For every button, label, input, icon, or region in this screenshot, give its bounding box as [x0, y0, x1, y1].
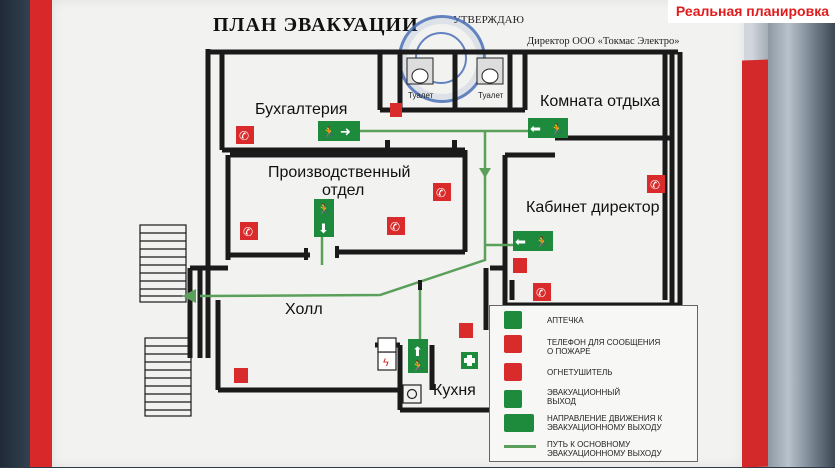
- svg-text:⬅: ⬅: [515, 235, 526, 250]
- room-label-hall: Холл: [285, 301, 323, 318]
- fire-extinguisher-icons: [234, 103, 527, 383]
- stove-icon: [402, 384, 422, 404]
- corner-label: Реальная планировка: [667, 0, 835, 23]
- route-arrowhead: [182, 289, 196, 303]
- frame-red-left: [30, 0, 52, 467]
- plan-title: ПЛАН ЭВАКУАЦИИ: [213, 14, 419, 36]
- room-label-kitchen: Кухня: [433, 382, 476, 399]
- room-label-production-1: Производственный: [268, 164, 411, 181]
- svg-text:🏃: 🏃: [322, 126, 336, 139]
- first-aid-icon: [504, 311, 522, 329]
- fire-phone-icons: [236, 126, 665, 301]
- room-label-accounting: Бухгалтерия: [255, 101, 348, 118]
- staircase-bottom: [144, 337, 192, 417]
- room-label-rest-room: Комната отдыха: [540, 93, 660, 110]
- svg-text:✆: ✆: [536, 286, 546, 300]
- toilet-fixtures: [406, 57, 504, 85]
- svg-text:ϟ: ϟ: [383, 357, 389, 369]
- staircase-top: [139, 224, 187, 303]
- emergency-exit-icon: [504, 390, 522, 408]
- svg-text:✆: ✆: [243, 225, 253, 239]
- svg-text:🏃: 🏃: [317, 203, 331, 216]
- toilet-label-1: Туалет: [408, 91, 434, 100]
- svg-text:✆: ✆: [650, 178, 660, 192]
- room-label-director-office: Кабинет директор: [526, 199, 660, 216]
- approval-label: УТВЕРЖДАЮ: [453, 14, 524, 26]
- route-arrowhead-down: [479, 168, 491, 178]
- svg-text:⬇: ⬇: [318, 222, 329, 237]
- exit-signs: [314, 118, 568, 373]
- toilet-label-2: Туалет: [478, 91, 504, 100]
- fire-extinguisher-icon: [504, 363, 522, 381]
- fire-phone-icon: [504, 335, 522, 353]
- svg-text:➜: ➜: [340, 125, 351, 140]
- room-label-production-2: отдел: [322, 182, 365, 199]
- evacuation-route: [199, 129, 540, 345]
- metal-frame-right: [768, 0, 835, 467]
- svg-text:⬆: ⬆: [412, 345, 423, 360]
- director-signature-line: Директор ООО «Токмас Электро»: [527, 36, 680, 47]
- main-route-line-icon: [504, 445, 536, 448]
- svg-text:⬅: ⬅: [530, 122, 541, 137]
- svg-text:🏃: 🏃: [411, 360, 425, 373]
- plan-legend: АПТЕЧКА ТЕЛЕФОН ДЛЯ СООБЩЕНИЯ О ПОЖАРЕ О…: [489, 305, 698, 462]
- svg-text:✆: ✆: [239, 129, 249, 143]
- svg-text:✆: ✆: [436, 186, 446, 200]
- svg-text:✆: ✆: [390, 220, 400, 234]
- svg-text:🏃: 🏃: [535, 236, 549, 249]
- exit-direction-icon: [504, 414, 534, 432]
- svg-text:🏃: 🏃: [550, 123, 564, 136]
